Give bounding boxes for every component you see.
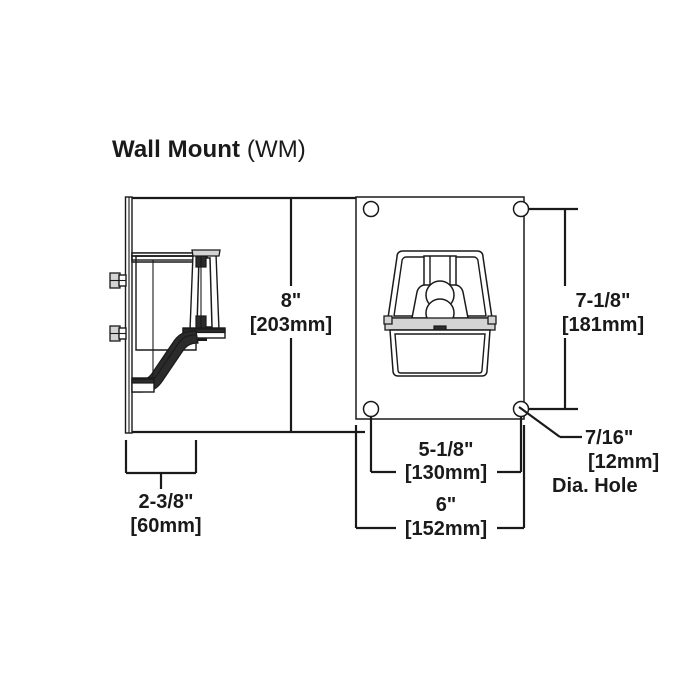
dimension-hspacing-imperial: 5-1/8" <box>418 439 473 461</box>
corner-hole-top-left <box>362 200 380 218</box>
page-title: Wall Mount (WM) <box>112 138 306 162</box>
dimension-hspacing-metric: [130mm] <box>405 462 487 484</box>
shroud-ear-right <box>487 315 497 325</box>
lower-wall-bracket <box>131 377 155 393</box>
luminaire-assembly <box>383 250 497 377</box>
callout-hole-diameter: 7/16" [12mm] Dia. Hole <box>518 406 659 497</box>
corner-hole-top-right <box>512 200 530 218</box>
dimension-width-imperial: 6" <box>436 494 457 516</box>
side-elevation-view <box>109 196 365 434</box>
arm-base-tick <box>198 338 207 341</box>
shroud-ear-left <box>383 315 393 325</box>
dimension-height-8in: 8" [203mm] <box>250 198 332 432</box>
dimension-hole-spacing-horizontal: 5-1/8" [130mm] <box>369 416 523 484</box>
corner-hole-bottom-left <box>362 400 380 418</box>
dimension-depth-imperial: 2-3/8" <box>138 491 193 513</box>
front-elevation-view <box>355 196 530 420</box>
dimension-depth-metric: [60mm] <box>130 515 201 537</box>
dimension-vspacing-metric: [181mm] <box>562 314 644 336</box>
callout-hole-imperial: 7/16" <box>585 427 633 449</box>
luminaire-body-inner <box>394 333 486 374</box>
mounting-bolt-lower <box>109 325 127 342</box>
callout-hole-note: Dia. Hole <box>552 475 638 497</box>
dimension-depth-2-3-8in: 2-3/8" [60mm] <box>124 440 202 537</box>
swivel-arm-assembly <box>189 249 221 331</box>
callout-hole-metric: [12mm] <box>588 451 659 473</box>
dimension-height-metric: [203mm] <box>250 314 332 336</box>
dimension-width-metric: [152mm] <box>405 518 487 540</box>
title-suffix-text: (WM) <box>240 136 306 163</box>
dimension-hole-spacing-vertical: 7-1/8" [181mm] <box>529 207 644 411</box>
mounting-bolt-upper <box>109 272 127 289</box>
luminaire-shroud-inner <box>393 256 487 317</box>
dimension-vspacing-imperial: 7-1/8" <box>575 290 630 312</box>
dimension-plate-width: 6" [152mm] <box>354 425 526 540</box>
dimension-height-imperial: 8" <box>281 290 302 312</box>
luminaire-body-box <box>389 329 491 377</box>
title-main-text: Wall Mount <box>112 136 241 163</box>
